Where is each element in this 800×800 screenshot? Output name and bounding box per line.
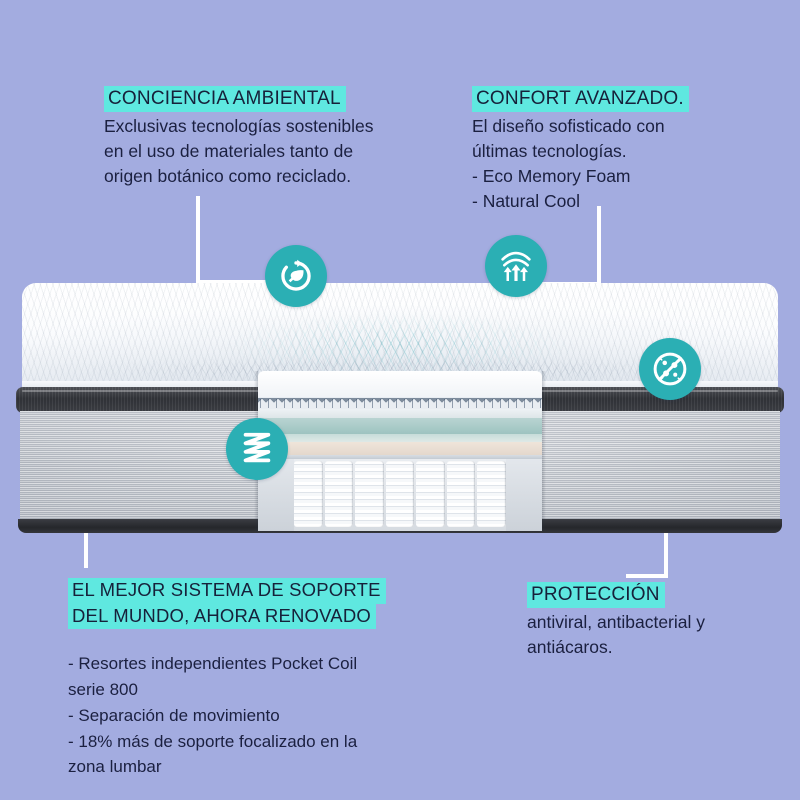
cutaway-shadow-right (542, 371, 546, 531)
connector-top-left-horizontal (196, 280, 272, 284)
mattress-product-image (0, 283, 800, 568)
recycle-leaf-icon[interactable] (265, 245, 327, 307)
callout-bottom-right-body: antiviral, antibacterial y antiácaros. (527, 610, 705, 660)
connector-top-left-vertical (196, 196, 200, 284)
callout-bottom-left-heading-line1: EL MEJOR SISTEMA DE SOPORTE (68, 578, 386, 604)
airflow-arrows-icon[interactable] (485, 235, 547, 297)
cutaway-layer-teal-light (258, 434, 542, 442)
callout-top-right: CONFORT AVANZADO. El diseño sofisticado … (472, 86, 689, 214)
coil-row (294, 461, 507, 527)
callout-line: - Natural Cool (472, 190, 580, 211)
callout-line: serie 800 (68, 679, 138, 699)
callout-top-right-body: El diseño sofisticado con últimas tecnol… (472, 114, 689, 213)
callout-line: - Resortes independientes Pocket Coil (68, 654, 358, 674)
callout-line: - Eco Memory Foam (472, 165, 631, 186)
callout-top-left-body: Exclusivas tecnologías sostenibles en el… (104, 114, 373, 189)
callout-line: zona lumbar (68, 757, 162, 777)
connector-top-right-vertical (597, 206, 601, 286)
callout-bottom-left: EL MEJOR SISTEMA DE SOPORTE DEL MUNDO, A… (68, 578, 398, 780)
coil-edge-support-right (506, 459, 542, 531)
connector-bottom-right-horizontal (626, 574, 668, 578)
callout-line: antiácaros. (527, 637, 613, 658)
pocket-coil (446, 461, 476, 527)
callout-bottom-left-heading-line2: DEL MUNDO, AHORA RENOVADO (68, 603, 376, 630)
pocket-coil (477, 461, 507, 527)
callout-line: - 18% más de soporte focalizado en la (68, 731, 358, 751)
callout-line: antiviral, antibacterial y (527, 612, 705, 633)
callout-line: - Separación de movimiento (68, 705, 280, 725)
quilt-teal-accent (218, 291, 582, 379)
callout-bottom-right-heading: PROTECCIÓN (527, 582, 665, 609)
callout-top-left-heading: CONCIENCIA AMBIENTAL (104, 86, 346, 113)
pocket-coil (355, 461, 384, 527)
coil-spring-icon[interactable] (226, 418, 288, 480)
callout-bottom-right: PROTECCIÓN antiviral, antibacterial y an… (527, 582, 705, 660)
callout-top-left: CONCIENCIA AMBIENTAL Exclusivas tecnolog… (104, 86, 373, 189)
pocket-coil (324, 461, 354, 527)
pocket-coil (294, 461, 323, 527)
cutaway-layer-cooling-gel (258, 418, 542, 434)
pocket-coil (416, 461, 445, 527)
pocket-coil (385, 461, 415, 527)
callout-line: origen botánico como reciclado. (104, 165, 352, 186)
callout-line: últimas tecnologías. (472, 141, 627, 162)
callout-bottom-left-body: - Resortes independientes Pocket Coil se… (68, 651, 398, 780)
pocket-coil-core (258, 459, 542, 531)
callout-line: El diseño sofisticado con (472, 116, 665, 137)
callout-line: en el uso de materiales tanto de (104, 141, 354, 162)
mattress-cutaway-section (254, 371, 546, 531)
no-bacteria-icon[interactable] (639, 338, 701, 400)
callout-top-right-heading: CONFORT AVANZADO. (472, 86, 689, 113)
sawtooth-teeth (258, 398, 542, 408)
cutaway-layer-memory-foam (258, 442, 542, 455)
cutaway-layer-divider (258, 455, 542, 459)
callout-line: Exclusivas tecnologías sostenibles (104, 116, 374, 137)
cutaway-layer-pale (258, 409, 542, 418)
cutaway-top-foam (258, 371, 542, 399)
